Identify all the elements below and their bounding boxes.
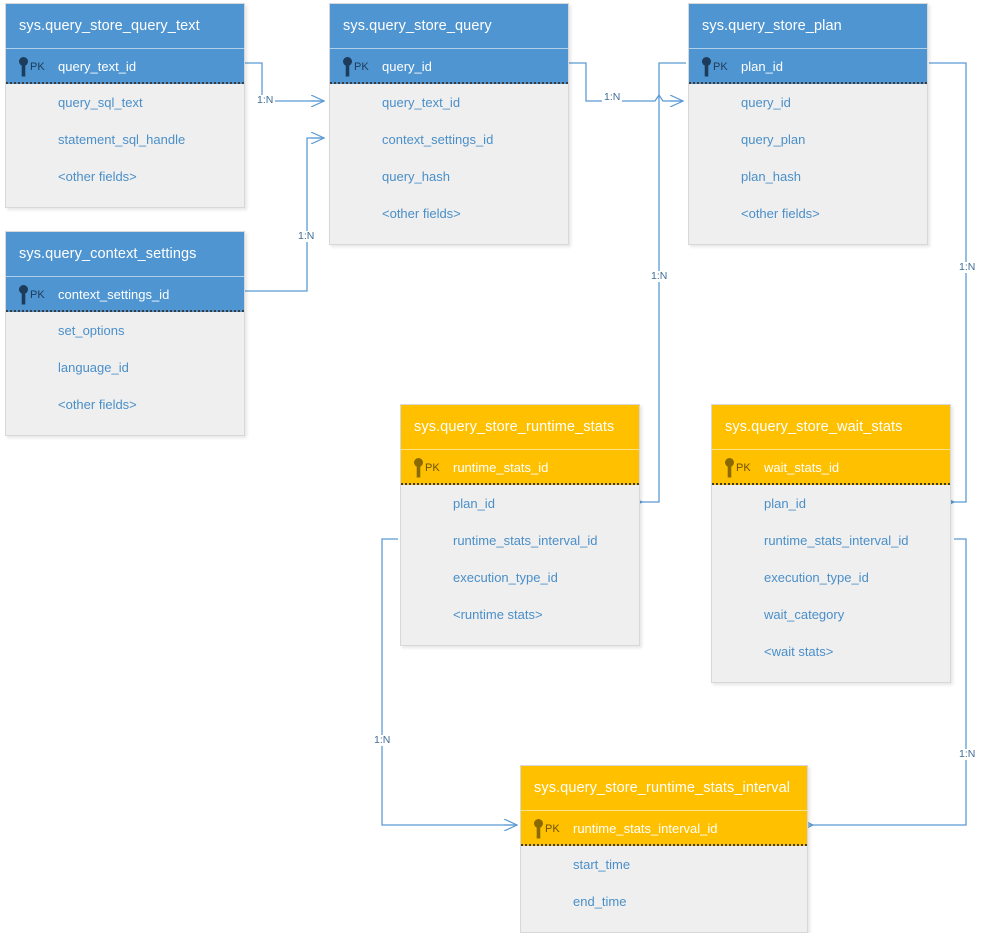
- pk-tag: PK: [354, 61, 369, 73]
- cardinality-label-interval-runtime-stats: 1:N: [372, 734, 393, 746]
- cardinality-label-plan-runtime-stats: 1:N: [649, 270, 670, 282]
- field-row: plan_hash: [741, 169, 801, 184]
- pk-tag: PK: [30, 61, 45, 73]
- entity-table-query-store-runtime-stats[interactable]: sys.query_store_runtime_stats PK runtime…: [400, 404, 640, 646]
- field-row: query_plan: [741, 132, 806, 147]
- entity-title-query-store-runtime-stats: sys.query_store_runtime_stats: [401, 405, 639, 449]
- field-row: plan_id: [453, 496, 495, 511]
- field-row: context_settings_id: [382, 132, 494, 147]
- entity-fields-query-store-runtime-stats-interval: start_time end_time: [521, 846, 807, 932]
- connector-context-settings-to-query: [245, 138, 324, 292]
- entity-title-query-context-settings: sys.query_context_settings: [6, 232, 244, 276]
- connector-interval-to-runtime-stats: [381, 538, 517, 825]
- field-row: query_id: [741, 95, 791, 110]
- entity-fields-query-store-query-text: query_sql_text statement_sql_handle <oth…: [6, 84, 244, 207]
- field-row: <other fields>: [382, 206, 461, 221]
- pk-field-name: query_id: [382, 59, 432, 74]
- entity-title-query-store-plan: sys.query_store_plan: [689, 4, 927, 48]
- cardinality-label-interval-wait-stats: 1:N: [957, 748, 978, 760]
- field-row: runtime_stats_interval_id: [453, 533, 598, 548]
- pk-field-name: query_text_id: [58, 59, 137, 74]
- entity-pk-row-query-store-query[interactable]: PK query_id: [330, 48, 568, 84]
- entity-fields-query-store-query: query_text_id context_settings_id query_…: [330, 84, 568, 244]
- entity-table-query-store-query-text[interactable]: sys.query_store_query_text PK query_text…: [5, 3, 245, 208]
- pk-tag: PK: [30, 289, 45, 301]
- field-row: language_id: [58, 360, 129, 375]
- entity-pk-row-query-context-settings[interactable]: PK context_settings_id: [6, 276, 244, 312]
- field-row: query_text_id: [382, 95, 461, 110]
- key-icon: [343, 57, 352, 77]
- entity-pk-row-query-store-query-text[interactable]: PK query_text_id: [6, 48, 244, 84]
- cardinality-label-plan-wait-stats: 1:N: [957, 261, 978, 273]
- entity-pk-row-query-store-runtime-stats-interval[interactable]: PK runtime_stats_interval_id: [521, 810, 807, 846]
- field-row: query_hash: [382, 169, 450, 184]
- key-icon: [534, 819, 543, 839]
- entity-table-query-store-runtime-stats-interval[interactable]: sys.query_store_runtime_stats_interval P…: [520, 765, 808, 933]
- entity-fields-query-store-plan: query_id query_plan plan_hash <other fie…: [689, 84, 927, 244]
- connector-interval-to-wait-stats: [813, 538, 967, 825]
- pk-field-name: runtime_stats_interval_id: [573, 821, 718, 836]
- entity-table-query-store-wait-stats[interactable]: sys.query_store_wait_stats PK wait_stats…: [711, 404, 951, 683]
- entity-fields-query-store-wait-stats: plan_id runtime_stats_interval_id execut…: [712, 485, 950, 682]
- field-row: end_time: [573, 894, 627, 909]
- connector-plan-to-runtime-stats: [642, 62, 686, 502]
- field-row: query_sql_text: [58, 95, 143, 110]
- entity-table-query-context-settings[interactable]: sys.query_context_settings PK context_se…: [5, 231, 245, 436]
- field-row: set_options: [58, 323, 125, 338]
- entity-table-query-store-query[interactable]: sys.query_store_query PK query_id query_…: [329, 3, 569, 245]
- cardinality-label-query-text-query: 1:N: [255, 94, 276, 106]
- field-row: start_time: [573, 857, 631, 872]
- field-row: <runtime stats>: [453, 607, 543, 622]
- pk-field-name: plan_id: [741, 59, 783, 74]
- field-row: execution_type_id: [453, 570, 558, 585]
- entity-fields-query-context-settings: set_options language_id <other fields>: [6, 312, 244, 435]
- field-row: <wait stats>: [764, 644, 834, 659]
- entity-pk-row-query-store-wait-stats[interactable]: PK wait_stats_id: [712, 449, 950, 485]
- field-row: <other fields>: [741, 206, 820, 221]
- field-row: plan_id: [764, 496, 806, 511]
- field-row: execution_type_id: [764, 570, 869, 585]
- field-row: <other fields>: [58, 397, 137, 412]
- pk-tag: PK: [713, 61, 728, 73]
- field-row: statement_sql_handle: [58, 132, 186, 147]
- entity-table-query-store-plan[interactable]: sys.query_store_plan PK plan_id query_id…: [688, 3, 928, 245]
- entity-title-query-store-query: sys.query_store_query: [330, 4, 568, 48]
- field-row: runtime_stats_interval_id: [764, 533, 909, 548]
- key-icon: [19, 285, 28, 305]
- entity-pk-row-query-store-plan[interactable]: PK plan_id: [689, 48, 927, 84]
- key-icon: [725, 458, 734, 478]
- pk-field-name: wait_stats_id: [764, 460, 840, 475]
- connector-plan-to-wait-stats: [929, 62, 967, 502]
- entity-pk-row-query-store-runtime-stats[interactable]: PK runtime_stats_id: [401, 449, 639, 485]
- field-row: wait_category: [764, 607, 845, 622]
- connector-query-to-plan: [569, 62, 683, 101]
- entity-fields-query-store-runtime-stats: plan_id runtime_stats_interval_id execut…: [401, 485, 639, 645]
- connector-query-text-to-query: [245, 62, 324, 101]
- field-row: <other fields>: [58, 169, 137, 184]
- key-icon: [19, 57, 28, 77]
- key-icon: [414, 458, 423, 478]
- pk-field-name: runtime_stats_id: [453, 460, 549, 475]
- cardinality-label-context-settings-query: 1:N: [296, 230, 317, 242]
- pk-tag: PK: [736, 462, 751, 474]
- entity-title-query-store-runtime-stats-interval: sys.query_store_runtime_stats_interval: [521, 766, 807, 810]
- cardinality-label-query-plan: 1:N: [602, 91, 623, 103]
- pk-tag: PK: [425, 462, 440, 474]
- pk-field-name: context_settings_id: [58, 287, 170, 302]
- key-icon: [702, 57, 711, 77]
- pk-tag: PK: [545, 823, 560, 835]
- entity-title-query-store-wait-stats: sys.query_store_wait_stats: [712, 405, 950, 449]
- entity-title-query-store-query-text: sys.query_store_query_text: [6, 4, 244, 48]
